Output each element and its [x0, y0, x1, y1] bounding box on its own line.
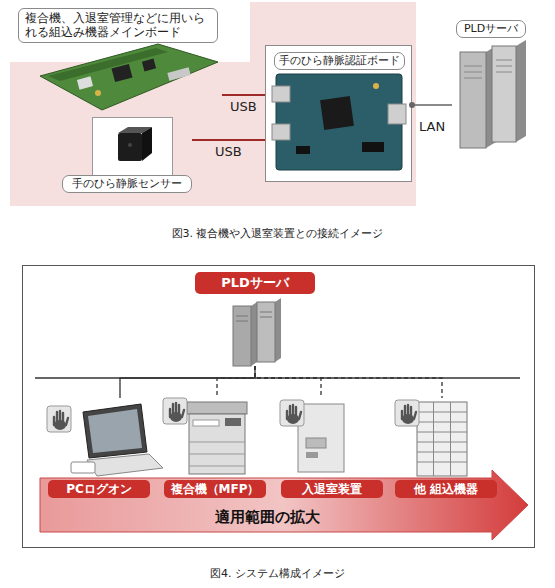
- edge-label: LAN: [419, 119, 445, 134]
- graphic-part: [111, 64, 132, 82]
- graphic-part: [142, 59, 156, 72]
- sensor-node: 手のひら静脈センサー: [62, 115, 192, 195]
- graphic-part: [193, 420, 219, 426]
- cable-line: [222, 94, 265, 96]
- graphic-part: [236, 312, 272, 321]
- graphic-part: [280, 400, 304, 426]
- graphic-part: [77, 76, 93, 89]
- graphic-part: [417, 402, 467, 476]
- graphic-part: [54, 420, 66, 430]
- network-link: [217, 366, 255, 398]
- graphic-part: [388, 104, 406, 124]
- network-link: [255, 366, 321, 398]
- graphic-part: [417, 402, 467, 476]
- auth-board-node: 手のひら静脈認証ボード: [265, 45, 412, 182]
- graphic-part: [251, 302, 257, 366]
- board-node: 複合機、入退室管理などに用いられる組込み機器メインボード: [18, 8, 222, 112]
- network-link: [255, 366, 442, 398]
- graphic-part: [373, 83, 379, 89]
- graphic-part: [118, 133, 142, 161]
- graphic-part: [40, 44, 218, 110]
- device-node: 複合機（MFP）: [163, 398, 267, 500]
- graphic-part: [189, 414, 245, 474]
- graphic-part: [93, 118, 173, 180]
- device-node: 他 組込機器: [393, 398, 499, 500]
- graphic-part: [464, 60, 512, 78]
- highlight-region: [10, 2, 416, 206]
- graphic-part: [88, 409, 142, 453]
- graphic-part: [395, 400, 419, 426]
- graphic-part: [298, 404, 344, 472]
- graphic-part: [233, 306, 251, 366]
- graphic-part: [275, 298, 281, 362]
- figure-caption: 図3. 複合機や入退室装置との接続イメージ: [0, 226, 555, 241]
- port-dot: [409, 102, 415, 108]
- graphic-part: [225, 418, 241, 426]
- graphic-part: [163, 398, 187, 424]
- graphic-part: [83, 404, 147, 458]
- graphic-part: [257, 302, 275, 362]
- figure-frame: [23, 266, 535, 548]
- device-label: 複合機（MFP）: [164, 480, 266, 498]
- network-bus: [35, 377, 520, 378]
- device-label: 入退室装置: [281, 480, 383, 498]
- graphic-part: [163, 398, 187, 424]
- graphic-part: [167, 67, 190, 80]
- graphic-part: [320, 96, 354, 130]
- graphic-part: [516, 40, 526, 142]
- device-node: PCログオン: [45, 398, 155, 500]
- callout-label: 複合機、入退室管理などに用いられる組込み機器メインボード: [18, 8, 218, 43]
- graphic-part: [362, 142, 384, 152]
- device-label: 他 組込機器: [395, 480, 497, 498]
- graphic-part: [272, 124, 290, 140]
- graphic-part: [170, 412, 182, 422]
- board-label: 手のひら静脈認証ボード: [274, 52, 405, 70]
- arrow-label: 適用範囲の拡大: [40, 508, 495, 527]
- graphic-part: [296, 146, 310, 154]
- graphic-part: [402, 414, 414, 424]
- graphic-part: [128, 143, 132, 147]
- graphic-part: [47, 406, 71, 432]
- graphic-part: [306, 438, 326, 448]
- device-label: PCログオン: [48, 480, 150, 498]
- graphic-part: [276, 74, 402, 170]
- network-link: [120, 366, 255, 398]
- edge-label: USB: [230, 99, 257, 114]
- graphic-part: [48, 48, 168, 81]
- graphic-part: [272, 86, 290, 102]
- graphic-part: [187, 402, 247, 414]
- graphic-part: [306, 452, 318, 458]
- cable-line: [192, 139, 265, 141]
- server-label: PLDサーバ: [456, 20, 526, 38]
- graphic-part: [40, 470, 528, 540]
- graphic-part: [395, 400, 419, 426]
- device-label: 手のひら静脈センサー: [62, 175, 192, 193]
- graphic-part: [71, 462, 95, 473]
- edge-label: USB: [215, 144, 242, 159]
- figure-caption: 図4. システム構成イメージ: [0, 566, 555, 581]
- server-node: PLDサーバ: [195, 272, 315, 366]
- graphic-part: [280, 400, 304, 426]
- graphic-part: [95, 90, 101, 96]
- server-node: PLDサーバ: [452, 18, 530, 152]
- device-node: 入退室装置: [280, 398, 384, 500]
- graphic-part: [287, 414, 299, 424]
- graphic-part: [142, 127, 152, 161]
- cable-line: [412, 104, 452, 106]
- node-illustration: [452, 18, 530, 152]
- graphic-part: [189, 442, 245, 466]
- graphic-part: [47, 406, 71, 432]
- server-label: PLDサーバ: [195, 272, 315, 294]
- graphic-part: [87, 454, 163, 476]
